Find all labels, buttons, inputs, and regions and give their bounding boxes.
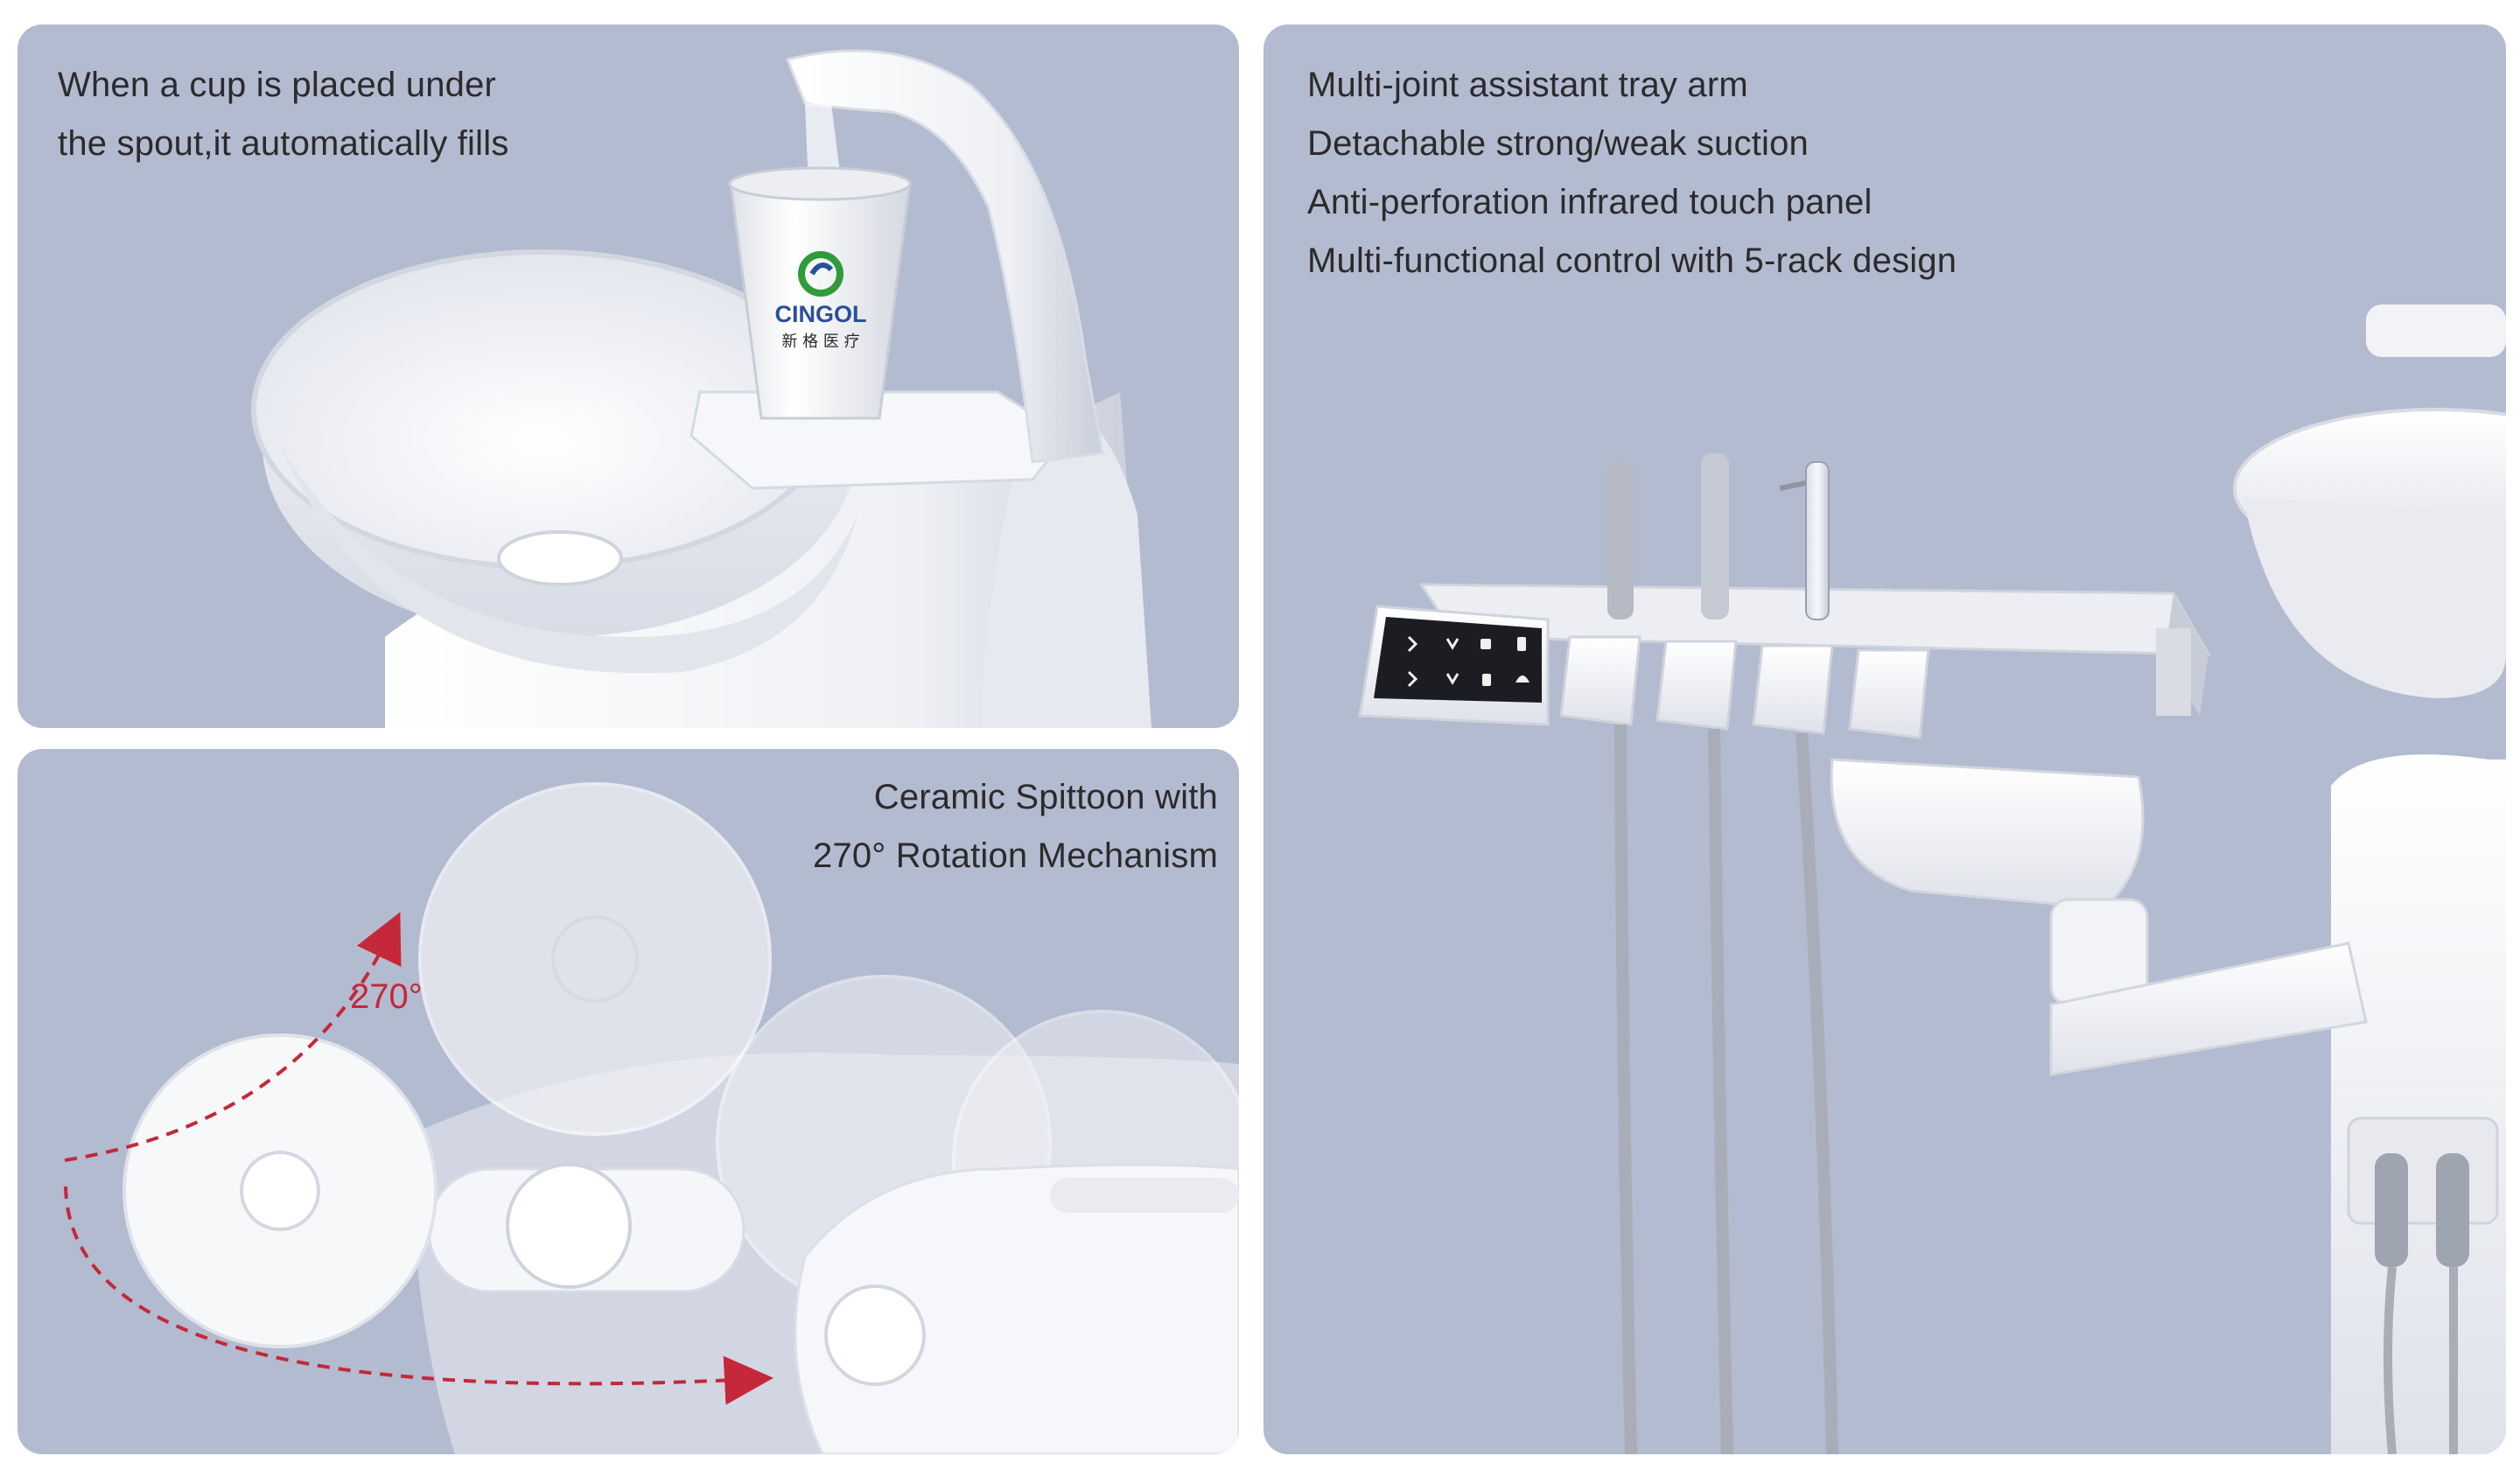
connector-block [2347,1116,2499,1225]
syringe-handpiece-icon[interactable] [1701,453,1729,620]
touch-panel-icons [1407,635,1530,688]
bowl-shadow [280,444,858,674]
suction-holder-2 [2436,1153,2469,1267]
spittoon-caption-line-2: 270° Rotation Mechanism [812,836,1218,875]
rotation-arrow-top-icon [64,912,402,1162]
tray-caption-line-1: Multi-joint assistant tray arm [1307,66,1748,104]
tray-caption-line-4: Multi-functional control with 5-rack des… [1307,242,1957,280]
spittoon-caption-line-1: Ceramic Spittoon with [873,778,1218,816]
holder-2[interactable] [1656,640,1738,731]
hose-1 [1614,724,1637,1454]
drain-cap [497,530,623,586]
cup-brand: CINGOL [775,301,867,327]
spittoon-rotation-panel: 270° Ceramic Spittoon with 270° Rotation… [18,749,1239,1454]
rotation-angle-label: 270° [350,977,423,1016]
drill-handpiece-icon[interactable] [1805,461,1830,620]
cup-fill-panel: CINGOL 新 格 医 疗 When a cup is placed unde… [18,24,1239,728]
rinse-icon[interactable] [1517,637,1526,651]
water-spout-top [2366,304,2506,357]
rotation-illustration: 270° [64,782,1239,1454]
cup-caption-line-2: the spout,it automatically fills [58,124,509,163]
console-knob [824,1284,926,1386]
cup-brand-sub: 新 格 医 疗 [781,332,859,351]
tray-caption-line-3: Anti-perforation infrared touch panel [1307,183,1872,221]
suction-handpiece-icon[interactable] [1607,462,1634,620]
cup-caption-line-1: When a cup is placed under [58,66,497,104]
hose-2 [1708,728,1733,1454]
holder-3[interactable] [1752,644,1834,735]
chair-up-icon[interactable] [1407,635,1418,653]
brand-logo-icon [798,251,844,297]
tray-caption-line-2: Detachable strong/weak suction [1307,124,1809,163]
water-spout [785,49,1104,464]
bowl-ghost-top [418,782,772,1136]
chair-down-icon[interactable] [1446,638,1460,650]
unit-column [2331,754,2506,1454]
spittoon-cup-illustration: CINGOL 新 格 医 疗 [251,49,1152,728]
instrument-holders [1559,635,1930,739]
arm-joint-1 [1830,758,2145,910]
flush-icon[interactable] [1482,674,1491,686]
touch-panel[interactable] [1374,617,1542,703]
cup-fill-icon[interactable] [1480,639,1491,649]
backrest-up-icon[interactable] [1407,670,1418,688]
tray-arm-illustration [1358,304,2506,1454]
paper-cup [729,180,912,420]
lamp-icon[interactable] [1516,676,1530,682]
arm-joint-3 [2049,942,2368,1076]
unit-column [980,400,1152,728]
rotation-arrow-bottom-icon [64,1186,774,1405]
suction-holder-1 [2375,1153,2408,1267]
tray-arm-caption: Multi-joint assistant tray arm Detachabl… [1307,56,1956,290]
bowl-drain [240,1151,320,1231]
hose-3 [1796,732,1838,1454]
backrest-down-icon[interactable] [1446,673,1460,685]
pivot-joint [506,1163,632,1289]
cup-fill-caption: When a cup is placed under the spout,it … [58,56,509,173]
holder-1[interactable] [1559,635,1642,726]
tray-arm-panel: Multi-joint assistant tray arm Detachabl… [1264,24,2506,1454]
front-console [794,1163,1239,1454]
holder-4[interactable] [1848,648,1930,739]
spittoon-caption: Ceramic Spittoon with 270° Rotation Mech… [813,768,1218,886]
